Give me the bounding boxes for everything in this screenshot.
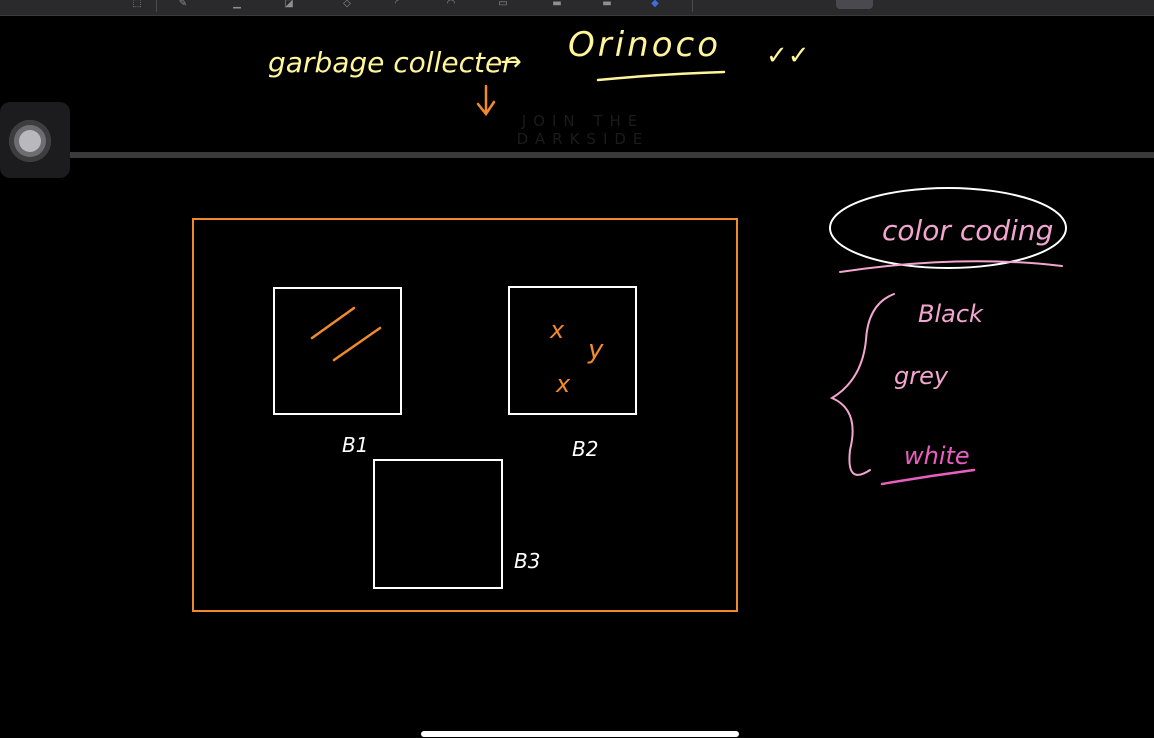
orinoco-underline [596, 70, 726, 82]
page-divider [0, 152, 1154, 158]
white-underline [880, 468, 976, 486]
label-b3: B3 [514, 549, 540, 573]
color-coding-ellipse [829, 187, 1067, 269]
toolbar-more-button[interactable] [836, 0, 873, 9]
color-swatch-icon[interactable]: ◆ [651, 0, 659, 9]
image-icon[interactable]: ◠ [446, 0, 456, 9]
tick-mark: ✓✓ [766, 41, 810, 71]
text-icon[interactable]: ◜ [395, 0, 399, 9]
laser-icon[interactable]: ▬ [602, 0, 612, 9]
b1-marks [310, 306, 382, 362]
box-b2 [508, 286, 637, 415]
color-coding-title: color coding [882, 214, 1053, 247]
label-b1: B1 [342, 433, 368, 457]
color-item-grey: grey [894, 362, 949, 390]
b2-mark-2: y [587, 335, 604, 365]
shapes-icon[interactable]: ◇ [343, 0, 351, 9]
heading-arrow: → [500, 47, 522, 77]
box-b3 [373, 459, 503, 589]
heading-orinoco: Orinoco [568, 25, 721, 65]
box-b1 [273, 287, 402, 415]
eraser-icon[interactable]: ◪ [284, 0, 294, 9]
b2-mark-3: x [555, 370, 571, 398]
label-b2: B2 [572, 437, 598, 461]
pen-icon[interactable]: ✎ [178, 0, 188, 9]
toolbar-separator [156, 0, 157, 12]
heading-garbage-collector: garbage collecter [268, 46, 515, 79]
lasso-icon[interactable]: ⬚ [132, 0, 142, 9]
color-coding-brace [829, 293, 895, 476]
toolbar-separator [692, 0, 693, 12]
down-arrow [476, 84, 496, 117]
heap-box [192, 218, 738, 612]
color-item-black: Black [918, 300, 984, 328]
color-item-white: white [904, 442, 970, 470]
b2-mark-1: x [549, 316, 565, 344]
home-indicator[interactable] [421, 731, 739, 737]
watermark: JOIN THE DARKSIDE [516, 112, 650, 148]
ruler-icon[interactable]: ▭ [498, 0, 508, 9]
color-coding-underline [839, 260, 1063, 273]
selection-icon[interactable]: ▬ [552, 0, 562, 9]
highlighter-icon[interactable]: ▁ [233, 0, 241, 9]
toolbar: ⬚ ✎ ▁ ◪ ◇ ◜ ◠ ▭ ▬ ▬ ◆ [0, 0, 1154, 16]
assistive-touch-button[interactable] [0, 102, 70, 178]
assistive-touch-icon [9, 120, 51, 162]
